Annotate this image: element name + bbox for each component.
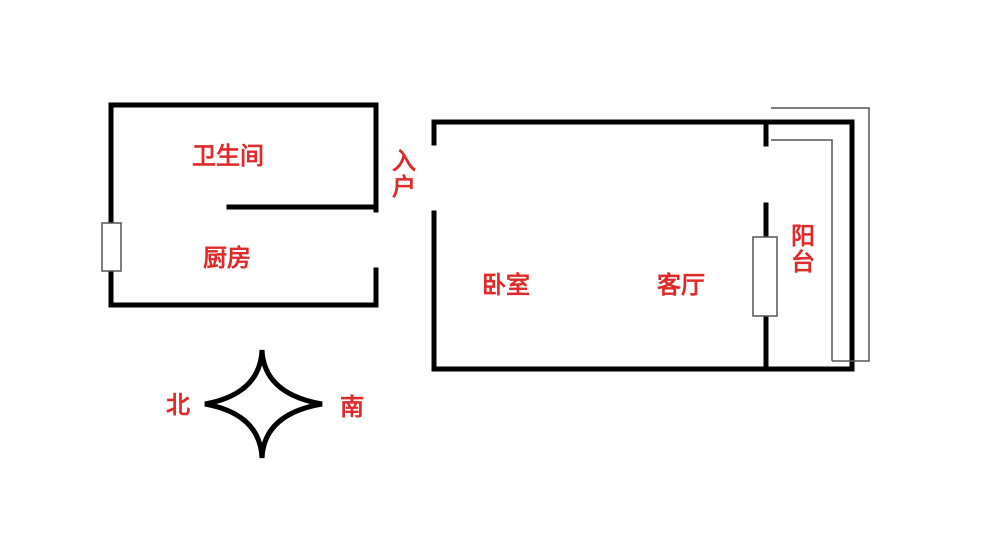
room-label-bathroom: 卫生间 [192,142,264,170]
right-unit-wall-outer [431,119,855,372]
living-room-window [752,236,778,317]
left-unit-wall-outer [108,102,379,308]
balcony-railing [771,107,870,362]
entry-label: 入户 [392,147,416,201]
room-label-kitchen: 厨房 [203,244,251,272]
compass-north-label: 北 [166,391,190,419]
kitchen-window [101,222,122,272]
balcony-railing-inner [771,139,833,361]
room-label-bedroom: 卧室 [482,271,530,299]
balcony-railing-outer [771,107,870,362]
compass-south-label: 南 [340,393,364,421]
left-unit-walls [108,102,379,308]
room-label-living-room: 客厅 [657,271,705,299]
room-label-balcony: 阳台 [791,222,815,276]
compass-star-icon [204,349,323,459]
